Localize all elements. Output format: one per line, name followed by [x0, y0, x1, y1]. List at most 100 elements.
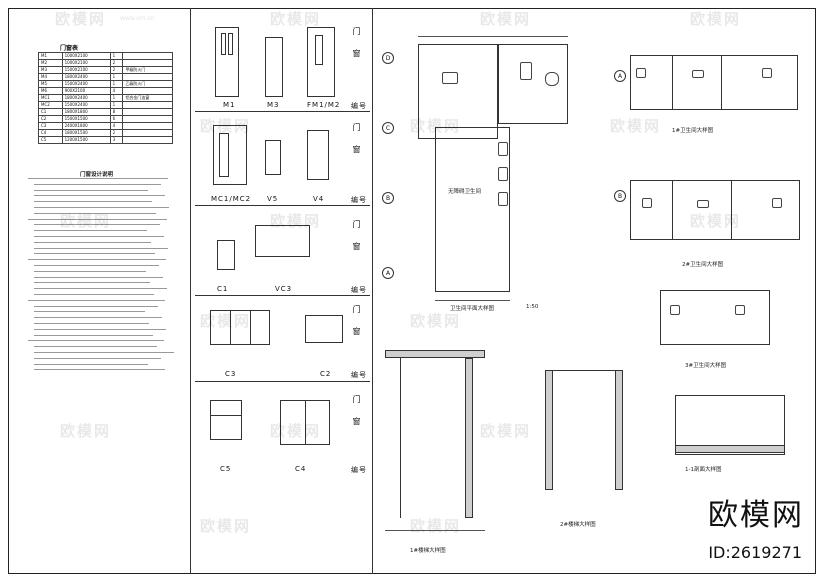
table-cell: 8 [109, 108, 124, 116]
table-cell: M4 [38, 73, 63, 81]
side-label: 编号 [351, 196, 367, 204]
toilet-fixture [520, 62, 532, 80]
drawing-sheet [8, 8, 816, 574]
door-fm1-drawing [307, 27, 335, 97]
table-cell: M1 [38, 52, 63, 60]
window-vc3-drawing [255, 225, 310, 257]
elev-label-c3: C3 [225, 370, 237, 378]
plan-wall [498, 44, 568, 124]
notes-title: 门窗设计说明 [80, 172, 114, 178]
toilet-fixture [735, 305, 745, 315]
brand-logo: 欧模网 [708, 498, 804, 533]
note-line [28, 299, 165, 301]
table-cell [122, 122, 173, 130]
elev-label-vc3: VC3 [275, 285, 293, 293]
column [615, 370, 623, 490]
table-cell: MC2 [38, 101, 63, 109]
table-cell: 1 [109, 101, 124, 109]
elev-label-c2: C2 [320, 370, 332, 378]
window-v4-drawing [307, 130, 329, 180]
table-cell [122, 52, 173, 60]
elev-label-mc1: MC1/MC2 [211, 195, 252, 203]
side-label: 编号 [351, 102, 367, 110]
table-cell: 1800X1800 [61, 108, 111, 116]
note-line [34, 270, 146, 272]
table-cell: M3 [38, 66, 63, 74]
urinal-fixture [498, 192, 508, 206]
toilet-fixture [762, 68, 772, 78]
sink-fixture [697, 200, 709, 208]
note-line [34, 288, 167, 290]
detail-wall [660, 290, 770, 345]
table-cell: 2 [109, 59, 124, 67]
table-cell: 1800X2400 [61, 94, 111, 102]
table-cell: C4 [38, 129, 63, 137]
note-line [28, 178, 168, 179]
door-m3-drawing [265, 37, 283, 97]
column-divider [190, 8, 191, 574]
table-cell: 甲级防火门 [122, 66, 173, 74]
wall-line [400, 358, 401, 518]
section-title: 2#楼梯大样图 [560, 522, 596, 528]
toilet-fixture [670, 305, 680, 315]
section-b: 2#楼梯大样图 [535, 330, 665, 540]
note-line [34, 328, 166, 330]
elev-label-fm1: FM1/M2 [307, 101, 341, 109]
section-title: 1#楼梯大样图 [410, 548, 446, 554]
table-cell: 1200X1500 [61, 136, 111, 144]
axis-bubble: A [382, 267, 394, 279]
note-line [34, 357, 161, 359]
brand-id: ID:2619271 [708, 543, 802, 562]
elev-label-c4: C4 [295, 465, 307, 473]
note-line [34, 253, 155, 255]
table-cell: M5 [38, 80, 63, 88]
detail-wall [672, 180, 732, 240]
note-line [34, 201, 152, 203]
table-cell: 2 [109, 66, 124, 74]
note-line [34, 346, 157, 348]
note-line [34, 207, 169, 208]
table-cell: 1 [109, 52, 124, 60]
table-cell: C3 [38, 122, 63, 130]
door-m1-drawing [215, 27, 239, 97]
toilet-fixture [642, 198, 652, 208]
table-cell: 1800X2400 [61, 73, 111, 81]
table-cell [122, 59, 173, 67]
note-line [34, 305, 158, 307]
table-cell: 4 [109, 87, 124, 95]
table-cell: 1500X1500 [61, 115, 111, 123]
note-line [34, 265, 159, 266]
side-label-vertical: 门窗 [352, 395, 361, 439]
section-c: 1-1剖面大样图 [665, 385, 805, 495]
elev-label-m3: M3 [267, 101, 280, 109]
detail-2: B 2#卫生间大样图 [612, 160, 812, 270]
table-cell: 1500X2100 [61, 66, 111, 74]
column [465, 358, 473, 518]
toilet-fixture [772, 198, 782, 208]
table-cell: 1500X2400 [61, 80, 111, 88]
table-cell: 2 [109, 129, 124, 137]
elev-label-v5: V5 [267, 195, 279, 203]
window-c2-drawing [305, 315, 343, 343]
note-line [34, 224, 160, 226]
axis-bubble: C [382, 122, 394, 134]
detail-1: A 1#卫生间大样图 [612, 40, 812, 150]
note-line [28, 218, 167, 220]
row-divider [195, 111, 370, 112]
note-line [34, 195, 165, 197]
urinal-fixture [498, 167, 508, 181]
note-line [34, 183, 161, 185]
dimension-line [418, 36, 568, 37]
toilet-fixture [636, 68, 646, 78]
side-label: 编号 [351, 286, 367, 294]
door-m1-panel [228, 33, 233, 55]
